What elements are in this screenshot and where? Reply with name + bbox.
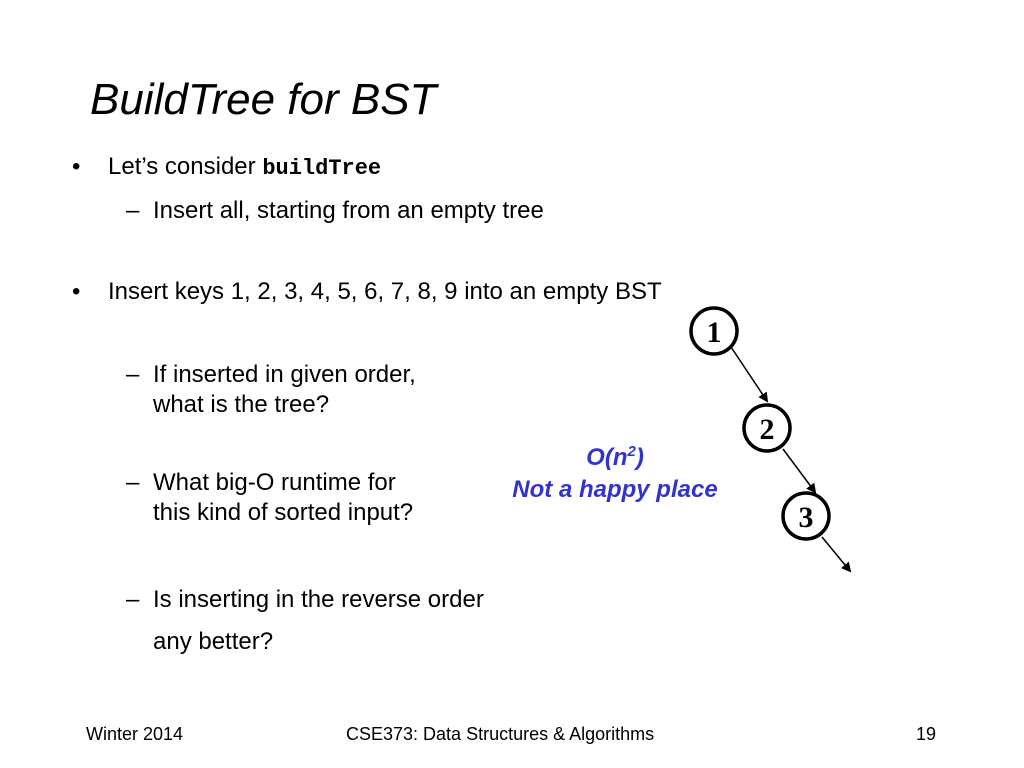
footer-left: Winter 2014 <box>86 724 184 744</box>
page-number: 19 <box>916 724 937 744</box>
complexity-label: O(n2) <box>490 436 740 474</box>
edge-3-next <box>821 536 852 573</box>
tree-node-label: 2 <box>760 413 775 446</box>
sub-bullet-marker: – <box>126 361 140 388</box>
tree-node-1: 1 <box>689 306 739 356</box>
sub-bullet-marker: – <box>126 197 140 224</box>
edge-1-2 <box>730 346 769 403</box>
slide-title: BuildTree for BST <box>90 75 437 124</box>
bullet-2-text: Insert keys 1, 2, 3, 4, 5, 6, 7, 8, 9 in… <box>108 278 662 305</box>
complexity-note: Not a happy place <box>512 476 718 503</box>
sub-bullet-big-o: What big-O runtime for this kind of sort… <box>153 468 413 528</box>
sub-bullet-line: If inserted in given order, <box>153 361 416 388</box>
bullet-1-text: Let’s consider <box>108 153 263 180</box>
complexity-exponent: 2 <box>627 443 636 460</box>
complexity-prefix: O(n <box>586 444 628 471</box>
sub-bullet-line: Is inserting in the reverse order <box>153 586 484 613</box>
sub-bullet-line: What big-O runtime for <box>153 469 396 496</box>
sub-bullet-line: what is the tree? <box>153 391 330 418</box>
sub-bullet-line: this kind of sorted input? <box>153 499 414 526</box>
complexity-annotation: O(n2) Not a happy place <box>490 436 740 506</box>
tree-node-label: 3 <box>799 501 814 534</box>
footer-course: CSE373: Data Structures & Algorithms <box>346 724 655 744</box>
bullet-marker: • <box>72 278 81 305</box>
tree-node-3: 3 <box>781 491 831 541</box>
sub-bullet-line: any better? <box>153 628 274 655</box>
edge-2-3 <box>782 448 817 494</box>
bullet-1: Let’s consider buildTree <box>108 152 381 184</box>
tree-node-label: 1 <box>707 316 722 349</box>
tree-node-2: 2 <box>742 403 792 453</box>
sub-bullet-insert-all: Insert all, starting from an empty tree <box>153 197 544 224</box>
sub-bullet-reverse-order: Is inserting in the reverse order any be… <box>153 585 484 657</box>
sub-bullet-marker: – <box>126 469 140 496</box>
bullet-marker: • <box>72 153 81 180</box>
buildtree-code: buildTree <box>262 156 382 181</box>
complexity-suffix: ) <box>635 444 644 471</box>
sub-bullet-given-order: If inserted in given order, what is the … <box>153 360 416 420</box>
sub-bullet-marker: – <box>126 586 140 613</box>
